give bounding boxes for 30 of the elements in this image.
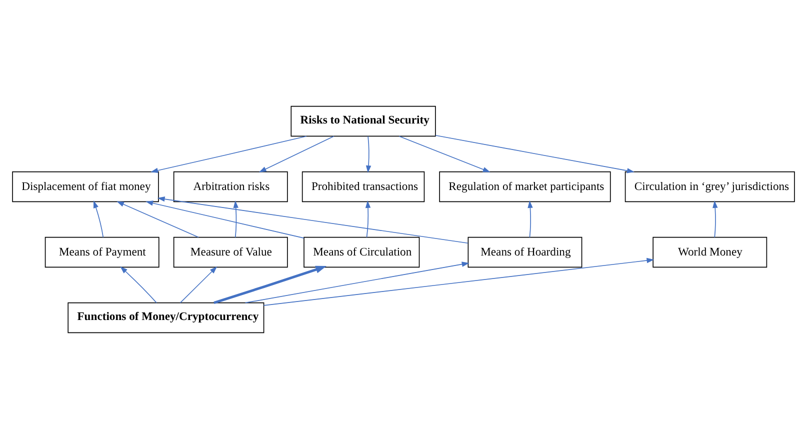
arrow (244, 262, 470, 304)
arrow (263, 258, 654, 306)
arrow (116, 201, 199, 238)
arrow (366, 136, 372, 174)
arrow (233, 200, 238, 238)
arrow (435, 134, 634, 174)
arrow (157, 196, 468, 244)
node-box: Means of Circulation (304, 236, 420, 268)
node-box: Displacement of fiat money (12, 171, 159, 202)
arrow (398, 136, 490, 172)
node-box: Arbitration risks (173, 171, 288, 202)
arrow (258, 136, 334, 172)
arrow (214, 266, 326, 304)
node-box: Regulation of market participants (439, 171, 611, 202)
arrow (146, 200, 304, 238)
node-box: Circulation in ‘grey’ jurisdictions (624, 171, 795, 202)
node-box: Functions of Money/Cryptocurrency (68, 302, 264, 334)
arrow (365, 200, 371, 238)
node-box: Prohibited transactions (302, 171, 425, 202)
node-box: Means of Hoarding (468, 236, 582, 268)
node-box: Means of Payment (44, 236, 160, 268)
node-box: World Money (652, 236, 768, 268)
node-box: Measure of Value (173, 236, 288, 268)
arrow (93, 200, 104, 238)
node-box: Risks to National Security (290, 106, 436, 137)
arrow (712, 200, 718, 238)
arrow (120, 266, 157, 304)
arrow (528, 200, 533, 238)
arrow (180, 266, 218, 304)
arrow (150, 136, 307, 173)
